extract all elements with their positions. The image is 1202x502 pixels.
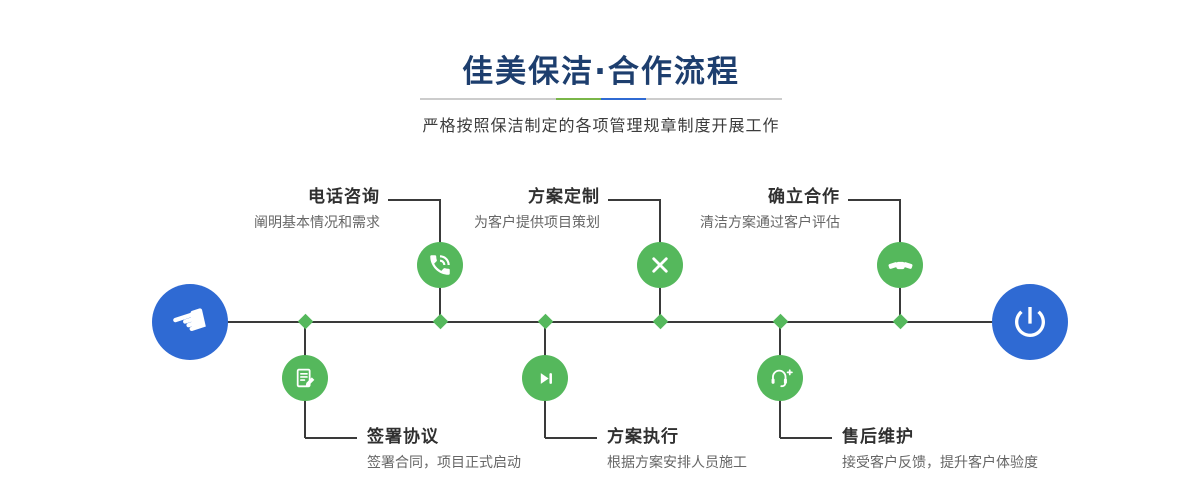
timeline-end-node xyxy=(992,284,1068,360)
title-divider xyxy=(420,98,782,100)
timeline-node-diamond xyxy=(652,313,669,330)
step-label-sign-agreement: 签署协议 签署合同，项目正式启动 xyxy=(367,426,687,473)
power-icon xyxy=(1010,302,1050,342)
timeline-node-diamond xyxy=(892,313,909,330)
pencil-icon xyxy=(647,252,673,278)
phone-icon xyxy=(427,252,453,278)
step-title: 售后维护 xyxy=(842,427,914,447)
connector-line xyxy=(388,199,440,201)
step-title: 确立合作 xyxy=(768,187,840,207)
step-desc: 为客户提供项目策划 xyxy=(474,215,600,231)
step-title: 方案定制 xyxy=(528,187,600,207)
pointing-hand-icon: ☚ xyxy=(164,292,216,351)
connector-line xyxy=(305,437,357,439)
page-title: 佳美保洁·合作流程 xyxy=(462,54,740,90)
step-label-after-sales-maintenance: 售后维护 接受客户反馈，提升客户体验度 xyxy=(842,426,1162,473)
step-after-sales-maintenance xyxy=(757,355,803,401)
timeline-node-diamond xyxy=(297,313,314,330)
connector-line xyxy=(545,437,597,439)
timeline-start-node: ☚ xyxy=(152,284,228,360)
handshake-icon xyxy=(887,252,914,279)
connector-line xyxy=(780,437,832,439)
step-sign-agreement xyxy=(282,355,328,401)
step-label-establish-cooperation: 确立合作 清洁方案通过客户评估 xyxy=(600,186,840,233)
page-subtitle: 严格按照保洁制定的各项管理规章制度开展工作 xyxy=(422,116,780,135)
timeline-node-diamond xyxy=(772,313,789,330)
connector-line xyxy=(608,199,660,201)
step-plan-execution xyxy=(522,355,568,401)
step-plan-customization xyxy=(637,242,683,288)
divider-green-segment xyxy=(556,98,601,100)
timeline-node-diamond xyxy=(432,313,449,330)
step-phone-consultation xyxy=(417,242,463,288)
timeline-node-diamond xyxy=(537,313,554,330)
step-title: 签署协议 xyxy=(367,427,439,447)
headset-icon xyxy=(767,365,793,391)
step-desc: 接受客户反馈，提升客户体验度 xyxy=(842,455,1038,471)
step-title: 电话咨询 xyxy=(308,187,380,207)
step-label-plan-execution: 方案执行 根据方案安排人员施工 xyxy=(607,426,927,473)
step-desc: 清洁方案通过客户评估 xyxy=(700,215,840,231)
step-desc: 根据方案安排人员施工 xyxy=(607,455,747,471)
divider-gray-left xyxy=(420,98,556,100)
step-desc: 签署合同，项目正式启动 xyxy=(367,455,521,471)
divider-gray-right xyxy=(646,98,782,100)
play-icon xyxy=(533,366,558,391)
connector-line xyxy=(848,199,900,201)
step-desc: 阐明基本情况和需求 xyxy=(254,215,380,231)
step-title: 方案执行 xyxy=(607,427,679,447)
timeline-line xyxy=(190,321,1030,323)
divider-blue-segment xyxy=(601,98,646,100)
step-establish-cooperation xyxy=(877,242,923,288)
contract-icon xyxy=(293,366,318,391)
step-label-phone-consultation: 电话咨询 阐明基本情况和需求 xyxy=(140,186,380,233)
step-label-plan-customization: 方案定制 为客户提供项目策划 xyxy=(360,186,600,233)
